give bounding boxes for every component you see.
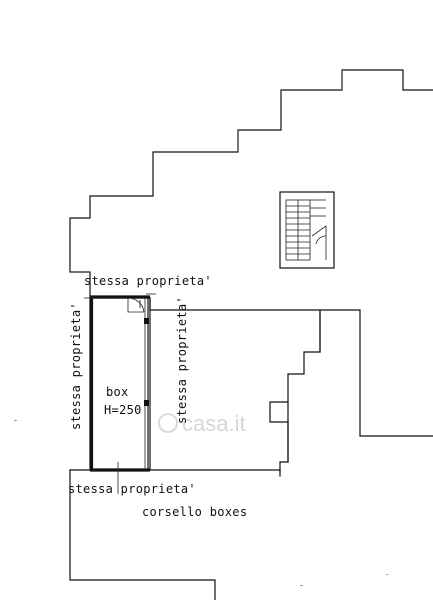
watermark-logo-icon (158, 413, 178, 433)
box-top-marks (84, 293, 156, 308)
stairwell (279, 191, 335, 269)
label-left: stessa proprieta' (69, 302, 83, 430)
corridor-outline (69, 469, 281, 600)
watermark-text: casa.it (182, 411, 246, 436)
label-box: box (106, 385, 129, 399)
label-top: stessa proprieta' (84, 274, 212, 288)
right-ledge (279, 401, 289, 473)
watermark: casa.it (158, 411, 246, 436)
stair-treads (286, 199, 327, 260)
label-height: H=250 (104, 403, 142, 417)
box-pillar-2 (144, 400, 149, 406)
label-bottom: stessa proprieta' (68, 482, 196, 496)
box-room (89, 297, 151, 471)
far-right-step (319, 309, 433, 437)
outline-offset (70, 70, 343, 273)
box-pillar-1 (144, 318, 149, 324)
building-outline (69, 69, 433, 299)
label-right: stessa proprieta' (175, 296, 189, 424)
door-swing (127, 297, 145, 313)
label-corridor: corsello boxes (142, 505, 247, 519)
scan-dots (14, 420, 388, 586)
